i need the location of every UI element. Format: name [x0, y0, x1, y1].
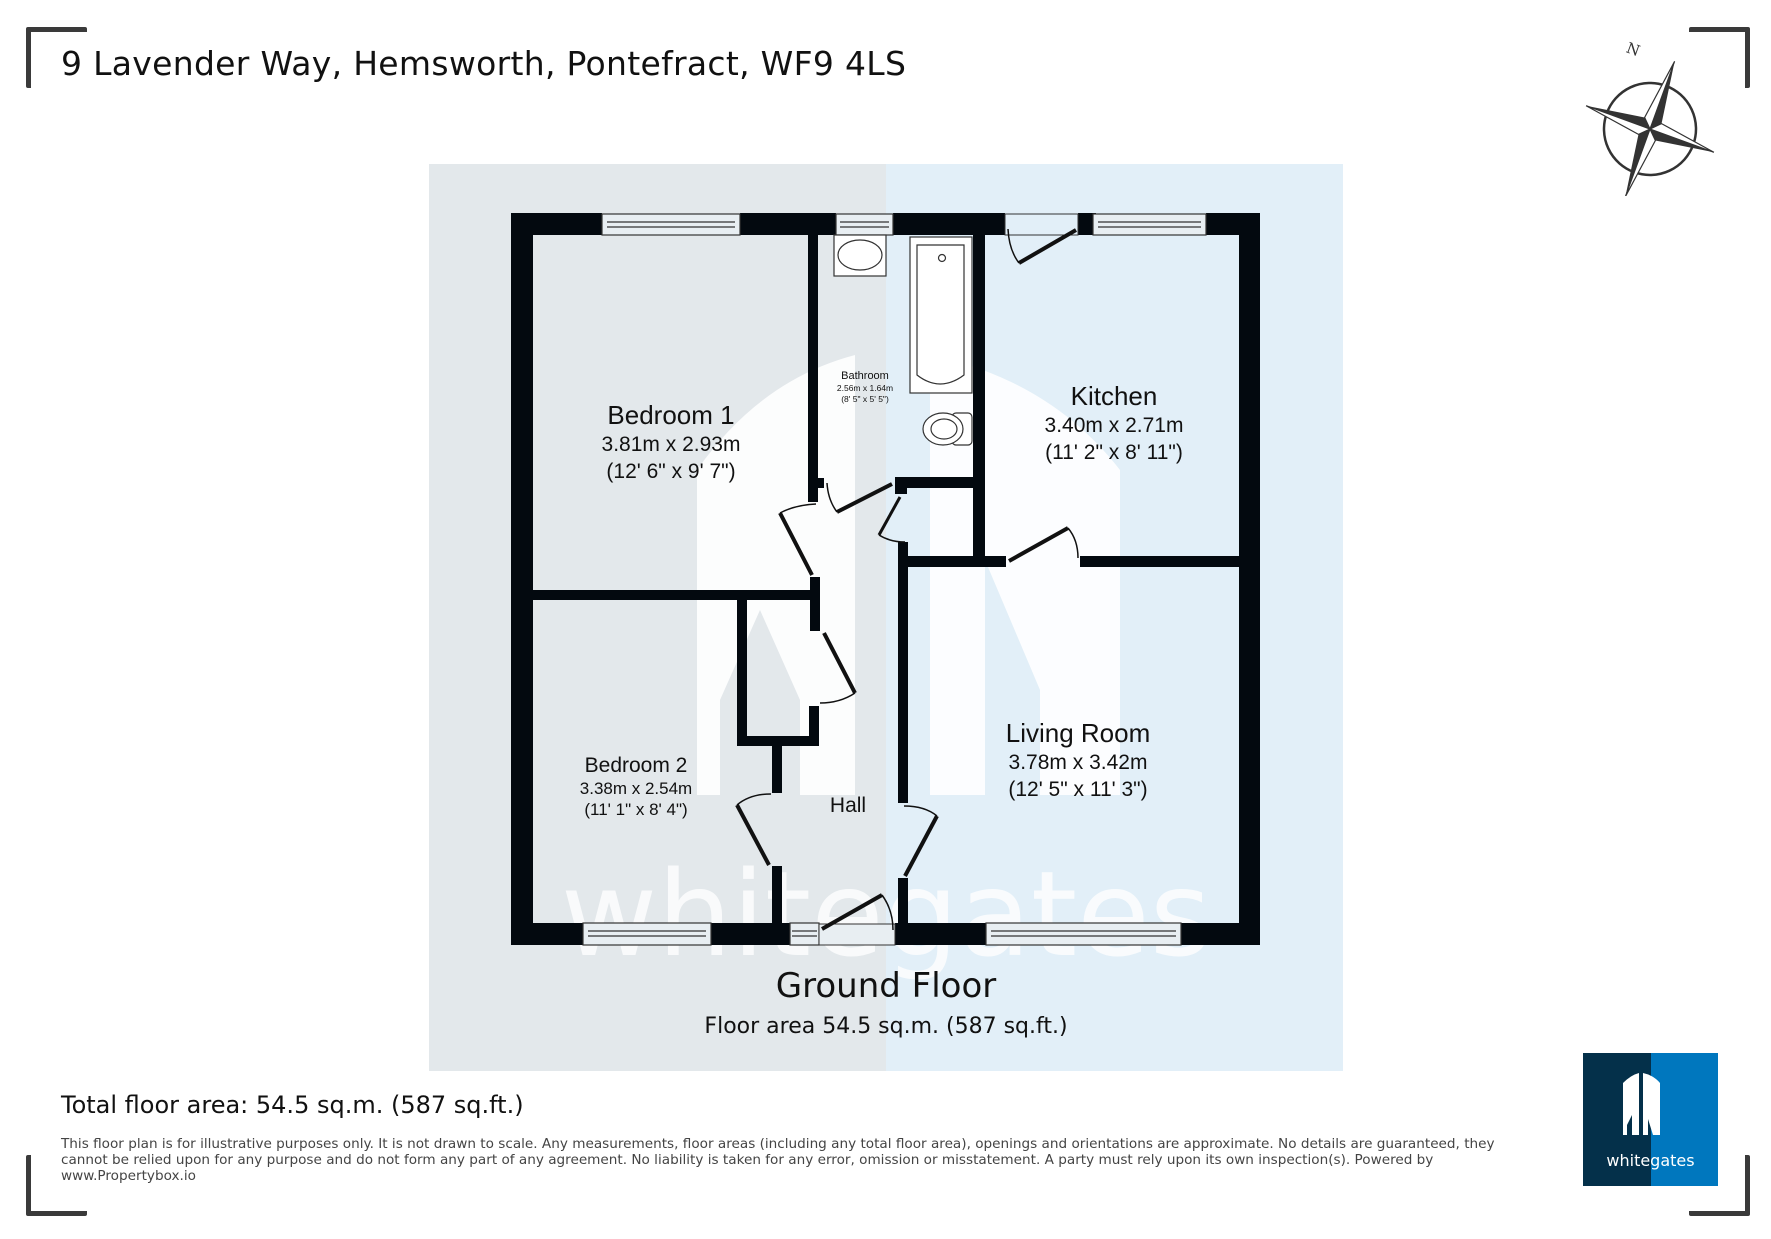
doors — [735, 228, 1079, 931]
corner-bracket-bottom-left — [26, 1155, 87, 1216]
room-label-kitchen: Kitchen 3.40m x 2.71m (11' 2" x 8' 11") — [1044, 381, 1184, 464]
room-label-bedroom-2: Bedroom 2 3.38m x 2.54m (11' 1" x 8' 4") — [579, 754, 693, 819]
corner-bracket-bottom-right — [1689, 1155, 1750, 1216]
room-label-bedroom-1: Bedroom 1 3.81m x 2.93m (12' 6" x 9' 7") — [601, 400, 741, 483]
windows — [582, 213, 1207, 946]
room-label-living-room: Living Room 3.78m x 3.42m (12' 5" x 11' … — [1005, 718, 1151, 801]
disclaimer-text: This floor plan is for illustrative purp… — [61, 1136, 1495, 1184]
logo-dark-half — [1583, 1053, 1651, 1186]
floor-area: Floor area 54.5 sq.m. (587 sq.ft.) — [704, 1014, 1068, 1039]
compass-rose-icon: N — [1585, 39, 1715, 196]
room-label-bathroom: Bathroom 2.56m x 1.64m (8' 5" x 5' 5") — [836, 370, 894, 404]
whitegates-w-icon — [1623, 1073, 1660, 1135]
corner-bracket-top-right — [1689, 27, 1750, 88]
bathroom-fixtures — [833, 234, 973, 446]
walls — [511, 213, 1260, 945]
room-label-hall: Hall — [829, 794, 867, 817]
total-floor-area: Total floor area: 54.5 sq.m. (587 sq.ft.… — [61, 1091, 524, 1119]
floor-title: Ground Floor — [775, 966, 997, 1006]
logo-text: whitegates — [1606, 1151, 1695, 1170]
svg-text:N: N — [1624, 39, 1642, 60]
corner-bracket-top-left — [26, 27, 87, 88]
property-address: 9 Lavender Way, Hemsworth, Pontefract, W… — [61, 44, 907, 83]
whitegates-logo: whitegates — [1583, 1053, 1718, 1186]
logo-light-half — [1651, 1053, 1718, 1186]
watermark-text: whitegates — [561, 845, 1212, 983]
